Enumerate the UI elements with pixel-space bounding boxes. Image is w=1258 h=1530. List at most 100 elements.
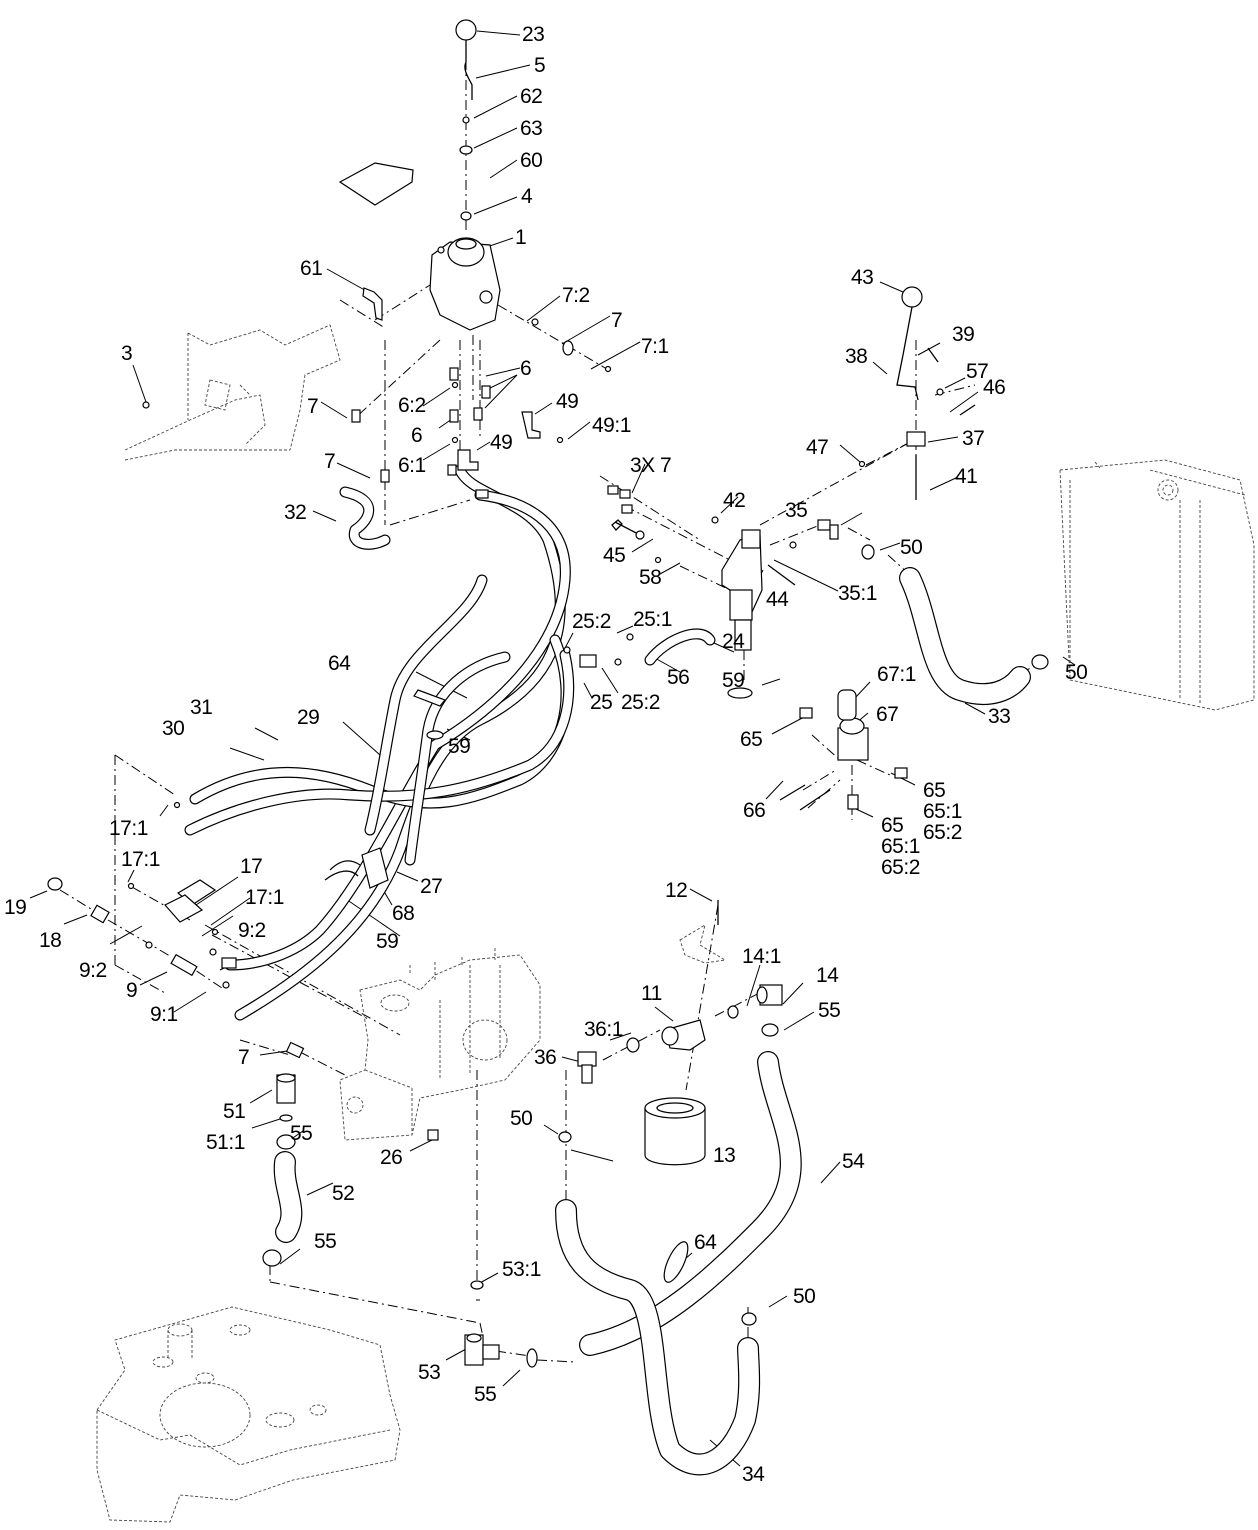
callout-36-1: 36:1 (584, 1018, 623, 1041)
part-66-bolts (779, 784, 831, 811)
callout-12: 12 (665, 879, 688, 902)
part-68-sleeve (361, 847, 389, 889)
callout-55: 55 (474, 1383, 497, 1406)
part-13-filter (644, 1097, 706, 1166)
callout-68: 68 (392, 902, 415, 925)
callout-62: 62 (520, 85, 543, 108)
part-35-elbow (817, 519, 839, 540)
callout-57: 57 (966, 360, 989, 383)
callout-26: 26 (380, 1146, 403, 1169)
fittings (351, 318, 633, 514)
callout-17-1: 17:1 (245, 886, 284, 909)
callout-6-2: 6:2 (398, 394, 426, 417)
part-44-pin (767, 564, 796, 586)
callout-59: 59 (722, 669, 745, 692)
part-47-nut (858, 460, 866, 468)
callout-9-2: 9:2 (79, 959, 107, 982)
part-63-washer (459, 145, 473, 155)
callout-59: 59 (448, 735, 471, 758)
callout-67-1: 67:1 (877, 663, 916, 686)
callout-50: 50 (900, 536, 923, 559)
part-51-1-oring (279, 1114, 293, 1122)
callout-49-1: 49:1 (592, 414, 631, 437)
part-42-pin (711, 516, 719, 524)
callout-55: 55 (818, 999, 841, 1022)
phantom-radiator (1059, 459, 1255, 711)
part-35-1-oring (789, 541, 797, 549)
callout-7: 7 (611, 309, 623, 332)
callout-32: 32 (284, 501, 307, 524)
callout-24: 24 (722, 630, 745, 653)
callout-5: 5 (534, 54, 546, 77)
part-39-spring (927, 347, 939, 363)
callout-41: 41 (955, 465, 978, 488)
part-9-fitting (145, 941, 237, 989)
callout-4: 4 (521, 185, 533, 208)
callout-64: 64 (694, 1231, 717, 1254)
part-3-bolt (142, 401, 150, 409)
callout-49: 49 (490, 431, 513, 454)
callout-14: 14 (816, 964, 839, 987)
part-14-1-oring (727, 1005, 739, 1019)
callout-25-1: 25:1 (633, 608, 672, 631)
part-65-elbows (799, 707, 908, 810)
callout-13: 13 (713, 1144, 736, 1167)
part-18-adapter (90, 904, 110, 924)
callout-43: 43 (851, 266, 874, 289)
callout-63: 63 (520, 117, 543, 140)
callout-33: 33 (988, 705, 1011, 728)
callout-58: 58 (639, 566, 662, 589)
callout-50: 50 (510, 1107, 533, 1130)
part-17-tees (127, 801, 219, 936)
callout-29: 29 (297, 706, 320, 729)
callout-53-1: 53:1 (502, 1258, 541, 1281)
callout-11: 11 (641, 982, 662, 1005)
callout-53: 53 (418, 1361, 441, 1384)
callout-7: 7 (324, 450, 336, 473)
part-1-control-valve (429, 237, 501, 331)
part-24-valve (721, 529, 763, 651)
callout-3x7: 3X 7 (630, 454, 672, 477)
part-64-tie (413, 689, 689, 1283)
callout-19: 19 (4, 896, 27, 919)
callout-7: 7 (307, 395, 319, 418)
callout-17-1: 17:1 (109, 817, 148, 840)
callout-38: 38 (845, 345, 868, 368)
part-4-nut (460, 211, 472, 221)
callout-55: 55 (314, 1230, 337, 1253)
part-60-boot-plate (338, 162, 414, 206)
part-53-1-oring (470, 1280, 484, 1290)
phantom-tank (96, 1306, 401, 1523)
callout-27: 27 (420, 875, 443, 898)
callout-37: 37 (962, 427, 985, 450)
callout-1: 1 (515, 226, 527, 249)
part-62-clip (462, 116, 470, 124)
phantom-pump-assembly (339, 948, 541, 1141)
callout-25: 25 (590, 691, 613, 714)
callout-39: 39 (952, 323, 975, 346)
part-5-lever (464, 40, 473, 100)
callout-34: 34 (742, 1463, 765, 1486)
callout-42: 42 (723, 489, 746, 512)
callout-36: 36 (534, 1046, 557, 1069)
callout-17: 17 (240, 855, 263, 878)
callout-65-65-1-65-2: 65 65:1 65:2 (923, 779, 962, 844)
callout-35: 35 (785, 499, 808, 522)
clamps-55 (262, 1023, 779, 1368)
callout-30: 30 (162, 717, 185, 740)
callout-25-2: 25:2 (572, 610, 611, 633)
callout-59: 59 (376, 930, 399, 953)
callout-6-1: 6:1 (398, 454, 426, 477)
part-36-elbow (577, 1051, 597, 1084)
part-58-oring (654, 556, 662, 564)
part-14-elbow (756, 984, 783, 1006)
part-11-filter-head (661, 1019, 706, 1051)
part-19-cap (47, 877, 63, 891)
callout-55: 55 (290, 1122, 313, 1145)
callout-6: 6 (520, 357, 532, 380)
callout-66: 66 (743, 799, 766, 822)
part-51-elbow (276, 1073, 296, 1104)
callout-31: 31 (190, 696, 213, 719)
callout-45: 45 (603, 544, 626, 567)
